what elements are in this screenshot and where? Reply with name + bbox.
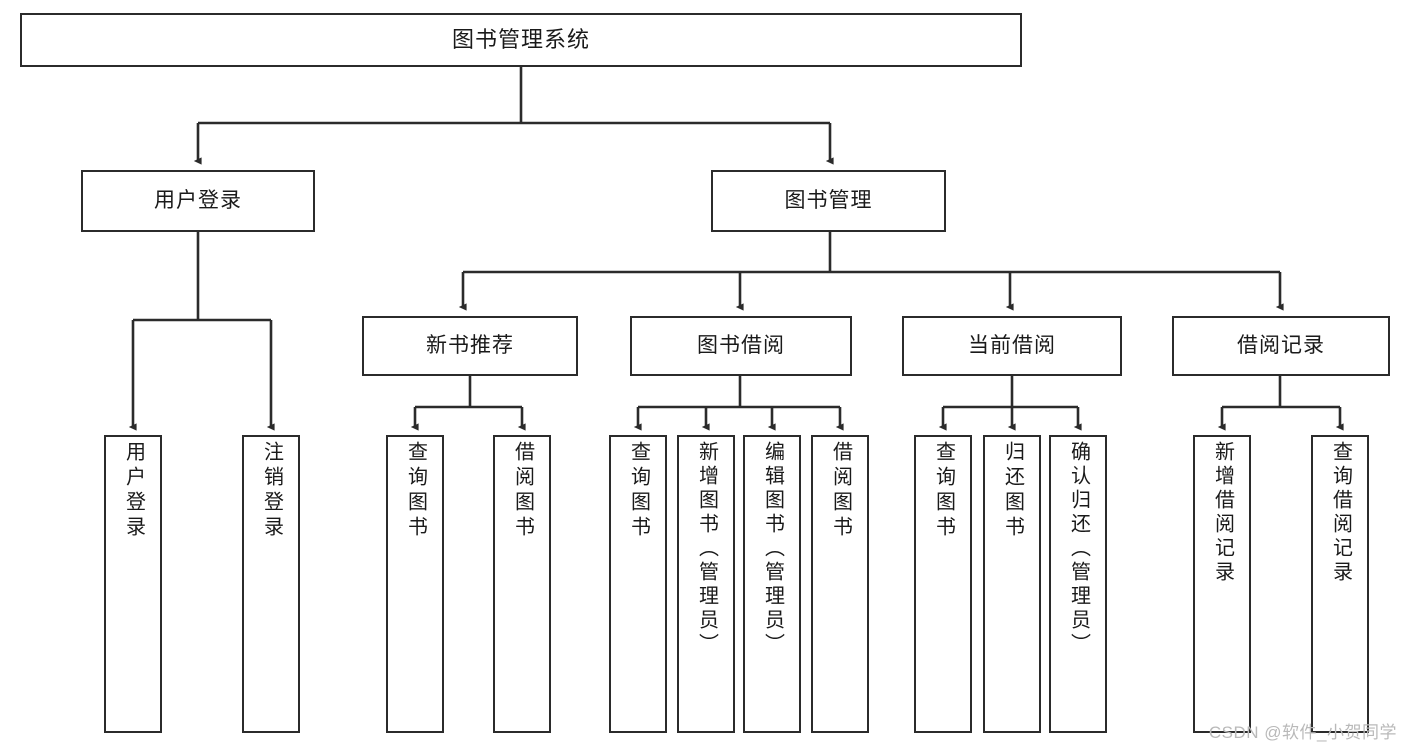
leaf-edit-book[interactable]: 编辑图书（管理员） [743,435,801,733]
node-user-login[interactable]: 用户登录 [81,170,315,232]
node-label: 查询借阅记录 [1329,441,1352,585]
node-book-management[interactable]: 图书管理 [711,170,946,232]
leaf-confirm-return[interactable]: 确认归还（管理员） [1049,435,1107,733]
node-label: 借阅记录 [1237,333,1325,357]
node-label: 图书管理系统 [451,27,590,53]
leaf-logout-login[interactable]: 注销登录 [242,435,300,733]
leaf-add-borrow-record[interactable]: 新增借阅记录 [1193,435,1251,733]
leaf-borrow-book-1[interactable]: 借阅图书 [493,435,551,733]
node-label: 查询图书 [404,441,427,541]
node-label: 图书管理 [784,188,873,212]
node-label: 确认归还（管理员） [1067,441,1090,657]
node-label: 用户登录 [122,441,145,541]
csdn-watermark: CSDN @软件_小贺同学 [1208,723,1397,742]
node-root-system[interactable]: 图书管理系统 [20,13,1022,67]
node-label: 新书推荐 [426,333,514,357]
leaf-query-borrow-record[interactable]: 查询借阅记录 [1311,435,1369,733]
node-label: 编辑图书（管理员） [761,441,784,657]
leaf-query-book-2[interactable]: 查询图书 [609,435,667,733]
node-borrow-record[interactable]: 借阅记录 [1172,316,1390,376]
node-label: 新增图书（管理员） [695,441,718,657]
node-label: 图书借阅 [697,333,785,357]
node-label: 当前借阅 [968,333,1056,357]
node-label: 归还图书 [1001,441,1024,541]
leaf-add-book[interactable]: 新增图书（管理员） [677,435,735,733]
node-label: 借阅图书 [511,441,534,541]
node-label: 查询图书 [932,441,955,541]
leaf-query-book-3[interactable]: 查询图书 [914,435,972,733]
leaf-borrow-book-2[interactable]: 借阅图书 [811,435,869,733]
node-label: 用户登录 [154,188,242,212]
node-current-borrow[interactable]: 当前借阅 [902,316,1122,376]
leaf-return-book[interactable]: 归还图书 [983,435,1041,733]
node-book-borrow[interactable]: 图书借阅 [630,316,852,376]
node-label: 新增借阅记录 [1211,441,1234,585]
leaf-query-book-1[interactable]: 查询图书 [386,435,444,733]
node-new-book-recommend[interactable]: 新书推荐 [362,316,578,376]
node-label: 借阅图书 [829,441,852,541]
node-label: 查询图书 [627,441,650,541]
node-label: 注销登录 [260,441,283,541]
leaf-user-login[interactable]: 用户登录 [104,435,162,733]
